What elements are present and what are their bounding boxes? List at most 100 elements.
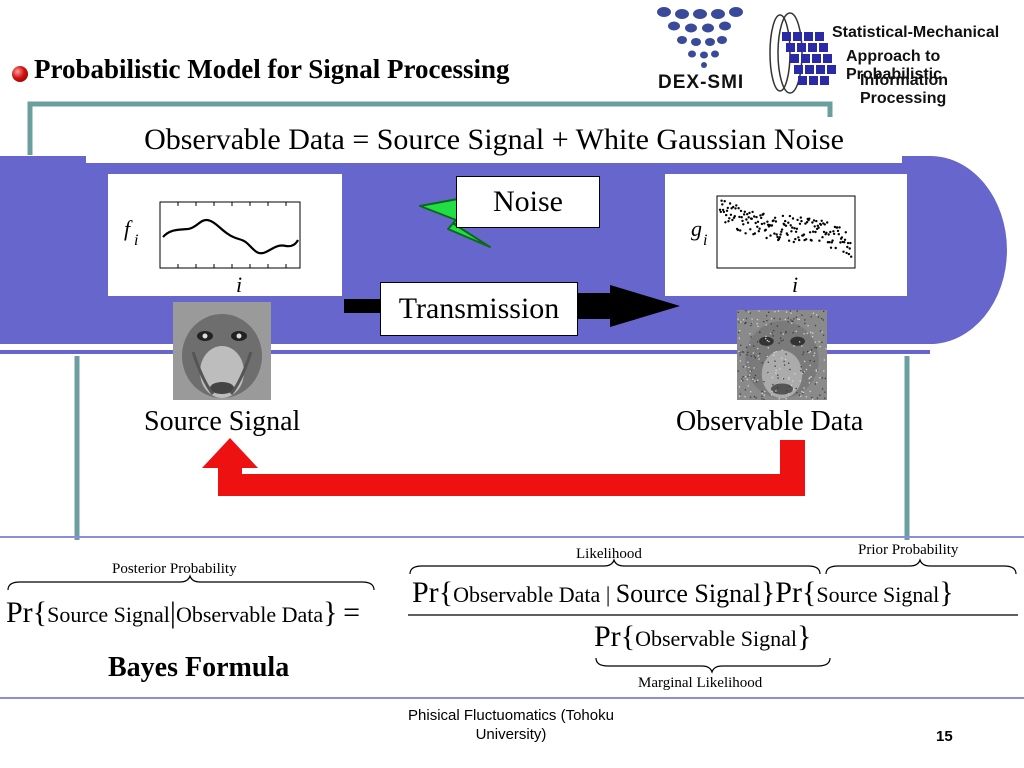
- noise-speckle: [745, 317, 748, 320]
- page-number: 15: [936, 728, 953, 745]
- noise-speckle: [778, 398, 780, 400]
- noise-speckle: [814, 324, 817, 327]
- noise-speckle: [806, 332, 808, 335]
- noise-speckle: [767, 347, 769, 349]
- scatter-point: [850, 255, 853, 258]
- equation-term-source: Source Signal: [376, 123, 545, 156]
- noise-speckle: [797, 318, 799, 320]
- formula-braces: [7, 558, 1018, 674]
- scatter-point: [836, 229, 840, 233]
- scatter-point: [774, 220, 778, 223]
- noise-speckle: [782, 333, 784, 335]
- smapip-logo-line-2: Approach to Probabilistic: [846, 48, 943, 83]
- bayes-equals: =: [343, 596, 360, 629]
- scatter-point: [805, 221, 809, 224]
- noise-speckle: [813, 360, 816, 362]
- noise-speckle: [738, 386, 741, 388]
- scatter-point: [726, 206, 729, 210]
- scatter-point: [780, 228, 784, 231]
- scatter-point: [773, 232, 776, 235]
- scatter-point: [729, 213, 733, 216]
- scatter-point: [735, 204, 738, 207]
- noise-speckle: [808, 378, 810, 380]
- noise-speckle: [746, 354, 748, 356]
- likelihood-arg-b: Source Signal: [615, 579, 761, 608]
- noise-speckle: [755, 397, 757, 399]
- noise-speckle: [761, 395, 763, 397]
- noise-speckle: [744, 396, 746, 398]
- noise-speckle: [782, 339, 784, 341]
- noise-speckle: [738, 337, 741, 339]
- noise-speckle: [743, 351, 745, 353]
- noise-speckle: [750, 355, 752, 357]
- scatter-point: [746, 213, 749, 216]
- observed-axis-label: i: [792, 272, 799, 297]
- noise-speckle: [777, 310, 780, 312]
- scatter-point: [760, 216, 763, 220]
- noise-speckle: [744, 389, 746, 391]
- source-signal-plot: f i: [108, 174, 342, 296]
- noise-speckle: [790, 312, 792, 314]
- noise-speckle: [811, 336, 814, 338]
- noise-speckle: [801, 390, 803, 393]
- scatter-point: [724, 221, 727, 224]
- scatter-point: [794, 237, 797, 241]
- noise-speckle: [812, 332, 814, 334]
- noise-speckle: [747, 351, 749, 354]
- noise-speckle: [748, 366, 750, 369]
- scatter-point: [749, 228, 752, 231]
- scatter-point: [829, 246, 833, 249]
- observable-data-caption: Observable Data: [676, 406, 864, 437]
- noise-speckle: [812, 312, 815, 314]
- likelihood-sep: |: [605, 582, 611, 607]
- noise-speckle: [766, 320, 768, 322]
- scatter-point: [842, 250, 845, 253]
- scatter-point: [755, 215, 758, 219]
- noise-speckle: [819, 330, 822, 332]
- title-bullet-icon: [12, 66, 28, 82]
- scatter-point: [722, 210, 726, 214]
- likelihood-arg-a: Observable Data: [453, 582, 601, 607]
- noise-speckle: [737, 370, 739, 372]
- scatter-point: [733, 215, 736, 218]
- noise-speckle: [782, 378, 785, 380]
- noise-speckle: [789, 368, 791, 371]
- scatter-point: [769, 234, 772, 237]
- noise-speckle: [739, 393, 741, 395]
- scatter-point: [845, 251, 848, 255]
- numerator-term: Pr{Observable Data | Source Signal}Pr{So…: [412, 576, 954, 609]
- source-var-sub: i: [134, 232, 139, 249]
- noise-speckle: [771, 332, 773, 334]
- noise-speckle: [766, 315, 768, 317]
- scatter-point: [808, 231, 812, 234]
- scatter-point: [787, 239, 791, 242]
- noise-speckle: [750, 391, 752, 393]
- noise-speckle: [795, 330, 797, 333]
- noise-speckle: [790, 384, 793, 387]
- scatter-point: [772, 219, 775, 222]
- noise-speckle: [750, 336, 752, 338]
- scatter-point: [718, 208, 722, 211]
- noise-speckle: [775, 369, 777, 371]
- equation-plus: +: [551, 123, 569, 156]
- noise-speckle: [822, 334, 825, 336]
- noise-speckle: [810, 376, 812, 378]
- noise-speckle: [753, 395, 756, 398]
- smapip-logo: Statistical-Mechanical Approach to Proba…: [764, 8, 1014, 107]
- noise-speckle: [800, 395, 802, 397]
- noise-speckle: [773, 351, 775, 354]
- scatter-point: [813, 225, 816, 228]
- scatter-point: [817, 226, 820, 229]
- noise-speckle: [771, 394, 773, 396]
- noise-speckle: [823, 359, 825, 361]
- posterior-term: Pr{Source Signal|Observable Data} =: [6, 596, 360, 629]
- scatter-point: [738, 215, 741, 219]
- noise-speckle: [742, 319, 745, 321]
- noise-speckle: [803, 387, 805, 389]
- noise-speckle: [811, 398, 814, 400]
- scatter-point: [740, 216, 743, 219]
- observed-image-thumbnail: [737, 310, 827, 400]
- noise-speckle: [765, 338, 767, 340]
- noise-speckle: [737, 318, 739, 320]
- noise-speckle: [798, 318, 800, 321]
